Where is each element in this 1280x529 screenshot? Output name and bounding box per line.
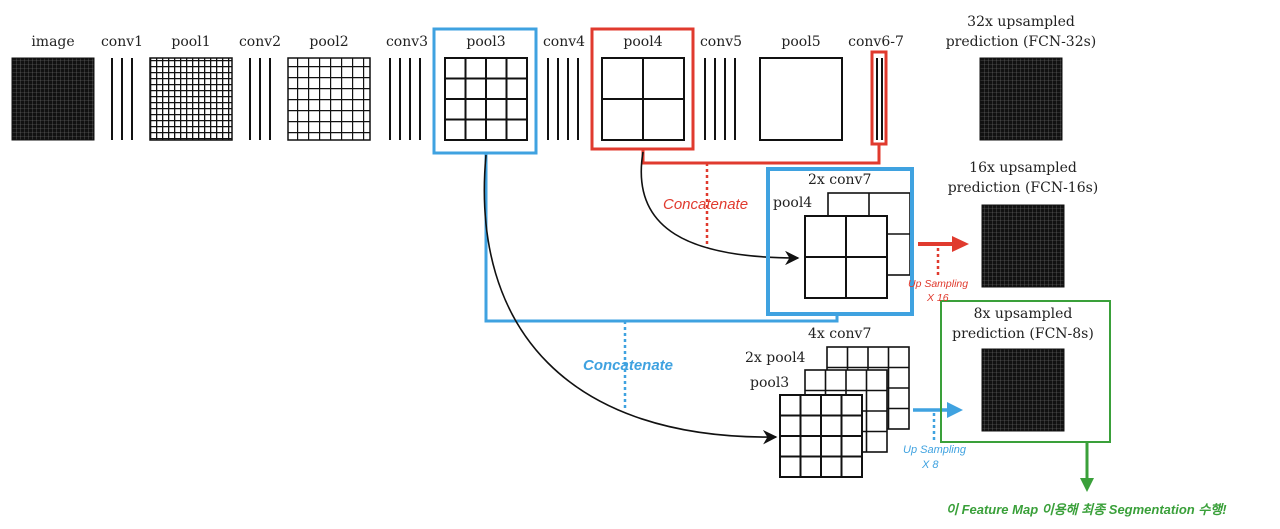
- label-pool2: pool2: [309, 34, 349, 50]
- red-skip-connection: [641, 144, 881, 165]
- final-output-arrow: [1080, 442, 1094, 492]
- fcn16-conv7-label: 2x conv7: [808, 172, 872, 188]
- fcn32-prediction-map: [979, 57, 1063, 141]
- conv7-highlight-box: [870, 50, 888, 146]
- label-conv2: conv2: [238, 34, 282, 50]
- up8-label-line2: X 8: [922, 459, 939, 471]
- fcn16-pool4-label: pool4: [773, 195, 813, 211]
- pool1-feature-map: [149, 57, 233, 141]
- pool2-feature-map: [287, 57, 371, 141]
- label-image: image: [31, 34, 75, 50]
- up16-label-line1: Up Sampling: [908, 278, 969, 290]
- label-conv4: conv4: [542, 34, 586, 50]
- final-segmentation-note: 이 Feature Map 이용해 최종 Segmentation 수행!: [946, 502, 1227, 517]
- fcn16-title-line1: 16x upsampled: [969, 160, 1077, 176]
- pool4-to-fcn16-arrow: [640, 151, 800, 266]
- label-pool1: pool1: [171, 34, 211, 50]
- up8-label-line1: Up Sampling: [903, 444, 966, 456]
- label-conv3: conv3: [385, 34, 429, 50]
- fcn16-title-line2: prediction (FCN-16s): [947, 180, 1099, 196]
- conv1-layer: [111, 58, 133, 140]
- fcn8-title-line1: 8x upsampled: [973, 306, 1073, 322]
- fcn8-pool3-label: pool3: [750, 375, 790, 391]
- fcn16-pool4-map: [804, 215, 888, 299]
- fcn32-title-line2: prediction (FCN-32s): [945, 34, 1097, 50]
- fcn8-conv7-label: 4x conv7: [808, 326, 872, 342]
- up8-arrow: [913, 402, 963, 418]
- label-pool3: pool3: [466, 34, 506, 50]
- pool5-feature-map: [759, 57, 843, 141]
- fcn8-highlight-box: [940, 300, 1111, 443]
- up16-label-line2: X 16: [927, 292, 949, 304]
- conv2-layer: [249, 58, 271, 140]
- label-pool4: pool4: [623, 34, 663, 50]
- conv5-layer: [704, 58, 736, 140]
- fcn8-pool3-map: [779, 394, 863, 478]
- label-conv1: conv1: [100, 34, 144, 50]
- label-conv5: conv5: [699, 34, 743, 50]
- pool3-feature-map: [444, 57, 528, 141]
- conv4-layer: [547, 58, 579, 140]
- fcn8-title-line2: prediction (FCN-8s): [952, 326, 1094, 342]
- conv3-layer: [389, 58, 421, 140]
- concat-red-label: Concatenate: [663, 196, 749, 213]
- pool3-to-fcn8-arrow: [483, 154, 778, 445]
- fcn8-pool4-label: 2x pool4: [745, 350, 806, 366]
- label-conv6-7: conv6-7: [848, 34, 904, 50]
- up16-arrow: [918, 236, 969, 252]
- fcn16-prediction-map: [981, 204, 1065, 288]
- label-pool5: pool5: [781, 34, 821, 50]
- conv6-7-layer: [876, 58, 883, 140]
- fcn32-title-line1: 32x upsampled: [967, 14, 1075, 30]
- fcn16-highlight-box: [766, 167, 914, 316]
- input-image: [11, 57, 95, 141]
- blue-skip-connection: [484, 153, 839, 323]
- fcn8-prediction-map: [981, 348, 1065, 432]
- pool4-feature-map: [601, 57, 685, 141]
- concat-blue-label: Concatenate: [583, 357, 674, 374]
